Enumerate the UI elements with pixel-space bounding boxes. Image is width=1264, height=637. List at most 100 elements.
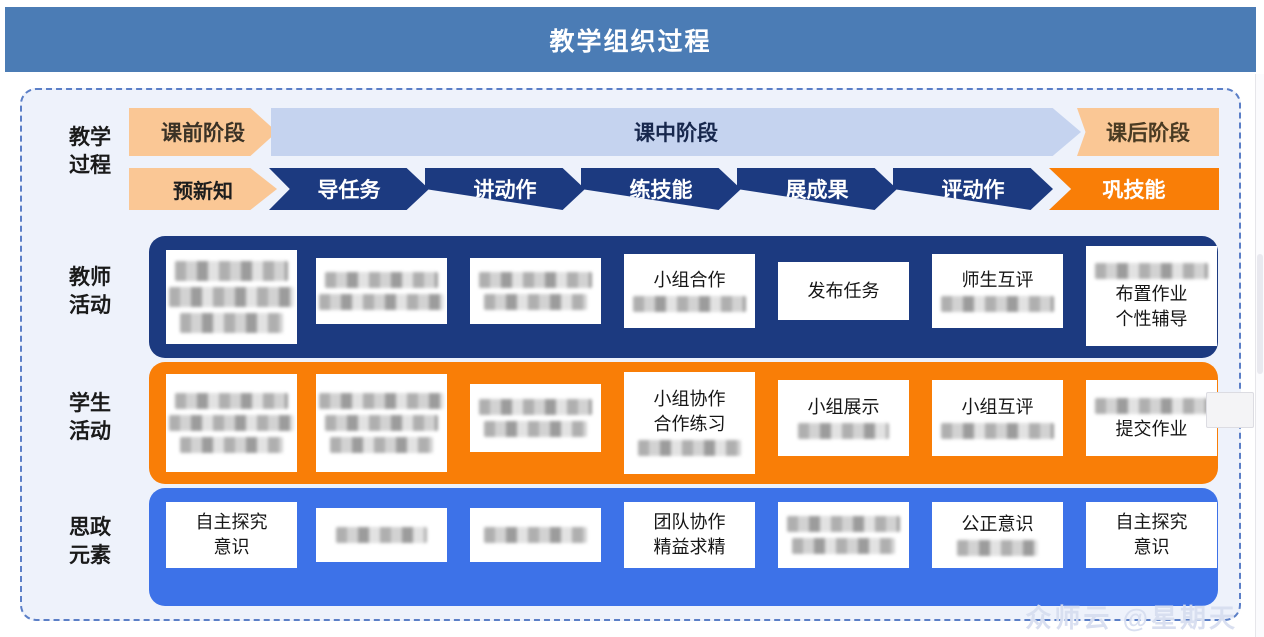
scrollbar-thumb[interactable]: [1257, 254, 1263, 374]
redacted-text: [484, 294, 587, 310]
card-line: 布置作业: [1115, 284, 1188, 304]
card-line: 自主探究: [195, 512, 268, 532]
watermark: 众师云 @星期天: [1025, 603, 1238, 633]
student-card-list: 小组协作 合作练习 小组展示 小组互评 提交作业: [149, 362, 1218, 484]
diagram-frame: 教学 过程 课前阶段 课中阶段 课后阶段 预新知 导任务 讲动作: [20, 88, 1241, 621]
redacted-text: [484, 421, 587, 437]
row-label-teaching-process: 教学 过程: [44, 124, 136, 180]
redacted-text: [787, 516, 900, 532]
step-label-5: 展成果: [785, 179, 849, 202]
redacted-text: [633, 295, 746, 312]
redacted-text: [175, 261, 288, 281]
step-chevron-5[interactable]: 展成果: [737, 168, 897, 210]
row-label-ideology-element: 思政 元素: [44, 514, 136, 570]
teacher-card-1[interactable]: [166, 250, 297, 344]
student-activity-band: 小组协作 合作练习 小组展示 小组互评 提交作业: [149, 362, 1218, 484]
redacted-text: [1095, 263, 1208, 279]
row-label-line1: 学生: [69, 392, 111, 415]
row-label-line2: 过程: [69, 154, 111, 177]
card-line: 小组合作: [653, 269, 726, 290]
card-line: 团队协作: [653, 512, 726, 532]
step-label-7: 巩技能: [1102, 179, 1166, 202]
card-line: 发布任务: [807, 280, 880, 301]
student-card-1[interactable]: [166, 374, 297, 472]
ideology-card-7[interactable]: 自主探究 意识: [1086, 502, 1217, 568]
ideology-card-5[interactable]: [778, 502, 909, 568]
ideology-card-4[interactable]: 团队协作 精益求精: [624, 502, 755, 568]
redacted-text: [956, 539, 1039, 556]
row-label-line2: 活动: [69, 420, 111, 443]
student-card-6[interactable]: 小组互评: [932, 380, 1063, 456]
step-chevron-6[interactable]: 评动作: [893, 168, 1053, 210]
step-label-1: 预新知: [173, 180, 233, 203]
ideology-card-3[interactable]: [470, 508, 601, 562]
redacted-text: [330, 437, 433, 453]
redacted-text: [797, 422, 890, 439]
card-line: 小组展示: [807, 396, 880, 417]
card-line: 小组互评: [961, 396, 1034, 417]
row-student-activity: 学生 活动 小组协作: [22, 362, 1239, 484]
student-card-2[interactable]: [316, 374, 447, 472]
redacted-text: [638, 440, 741, 456]
student-card-3[interactable]: [470, 384, 601, 452]
row-ideology-element: 思政 元素 自主探究 意识 团队协作 精益求精: [22, 488, 1239, 606]
redacted-text: [319, 294, 444, 310]
card-line: 公正意识: [961, 513, 1034, 534]
phase-chevron-pre-class[interactable]: 课前阶段: [129, 108, 277, 156]
ideology-card-2[interactable]: [316, 508, 447, 562]
redacted-text: [169, 415, 294, 431]
card-line: 精益求精: [653, 537, 726, 557]
scrollbar-track[interactable]: [1255, 74, 1264, 637]
phase-label-post-class: 课后阶段: [1106, 122, 1190, 145]
redacted-text: [479, 272, 592, 288]
ideology-card-6[interactable]: 公正意识: [932, 502, 1063, 568]
card-line: 意识: [1133, 537, 1170, 557]
step-chevron-1[interactable]: 预新知: [129, 168, 277, 210]
redacted-text: [325, 272, 438, 288]
step-chevron-7[interactable]: 巩技能: [1049, 168, 1219, 210]
student-card-7[interactable]: 提交作业: [1086, 380, 1217, 456]
teacher-card-5[interactable]: 发布任务: [778, 262, 909, 320]
row-label-line1: 教学: [69, 126, 111, 149]
teacher-card-3[interactable]: [470, 258, 601, 324]
student-card-4[interactable]: 小组协作 合作练习: [624, 372, 755, 474]
step-chevron-2[interactable]: 导任务: [269, 168, 429, 210]
card-line: 合作练习: [653, 414, 726, 434]
step-label-2: 导任务: [317, 179, 381, 202]
card-line: 个性辅导: [1115, 309, 1188, 329]
ideology-card-list: 自主探究 意识 团队协作 精益求精 公正意: [149, 488, 1218, 606]
side-panel-placeholder: [1206, 392, 1254, 428]
redacted-text: [484, 527, 587, 543]
page-title: 教学组织过程: [549, 27, 712, 56]
row-teaching-process: 教学 过程 课前阶段 课中阶段 课后阶段 预新知 导任务 讲动作: [22, 90, 1239, 222]
row-label-line2: 元素: [69, 544, 111, 567]
teacher-card-4[interactable]: 小组合作: [624, 254, 755, 328]
step-label-4: 练技能: [629, 179, 693, 202]
redacted-text: [180, 313, 283, 333]
redacted-text: [180, 437, 283, 453]
student-card-5[interactable]: 小组展示: [778, 380, 909, 456]
step-chevron-3[interactable]: 讲动作: [425, 168, 585, 210]
teacher-card-6[interactable]: 师生互评: [932, 254, 1063, 328]
phase-chevron-during-class[interactable]: 课中阶段: [271, 108, 1081, 156]
row-label-line1: 教师: [69, 266, 111, 289]
card-line: 意识: [213, 537, 250, 557]
redacted-text: [335, 527, 428, 543]
teacher-card-2[interactable]: [316, 258, 447, 324]
redacted-text: [1095, 397, 1208, 414]
redacted-text: [941, 422, 1054, 439]
page-title-bar: 教学组织过程: [5, 7, 1256, 72]
step-label-6: 评动作: [941, 179, 1005, 202]
step-chevron-4[interactable]: 练技能: [581, 168, 741, 210]
redacted-text: [325, 415, 438, 431]
row-teacher-activity: 教师 活动 小组合作: [22, 236, 1239, 358]
phase-chevron-post-class[interactable]: 课后阶段: [1077, 108, 1219, 156]
teacher-card-7[interactable]: 布置作业 个性辅导: [1086, 246, 1217, 346]
step-label-3: 讲动作: [473, 179, 537, 202]
step-chevron-row: 预新知 导任务 讲动作 练技能 展成果 评动作 巩技能: [129, 168, 1219, 210]
teacher-card-list: 小组合作 发布任务 师生互评 布置作业 个性辅导: [149, 236, 1218, 358]
ideology-card-1[interactable]: 自主探究 意识: [166, 502, 297, 568]
redacted-text: [175, 393, 288, 409]
redacted-text: [792, 538, 895, 554]
card-line: 自主探究: [1115, 512, 1188, 532]
